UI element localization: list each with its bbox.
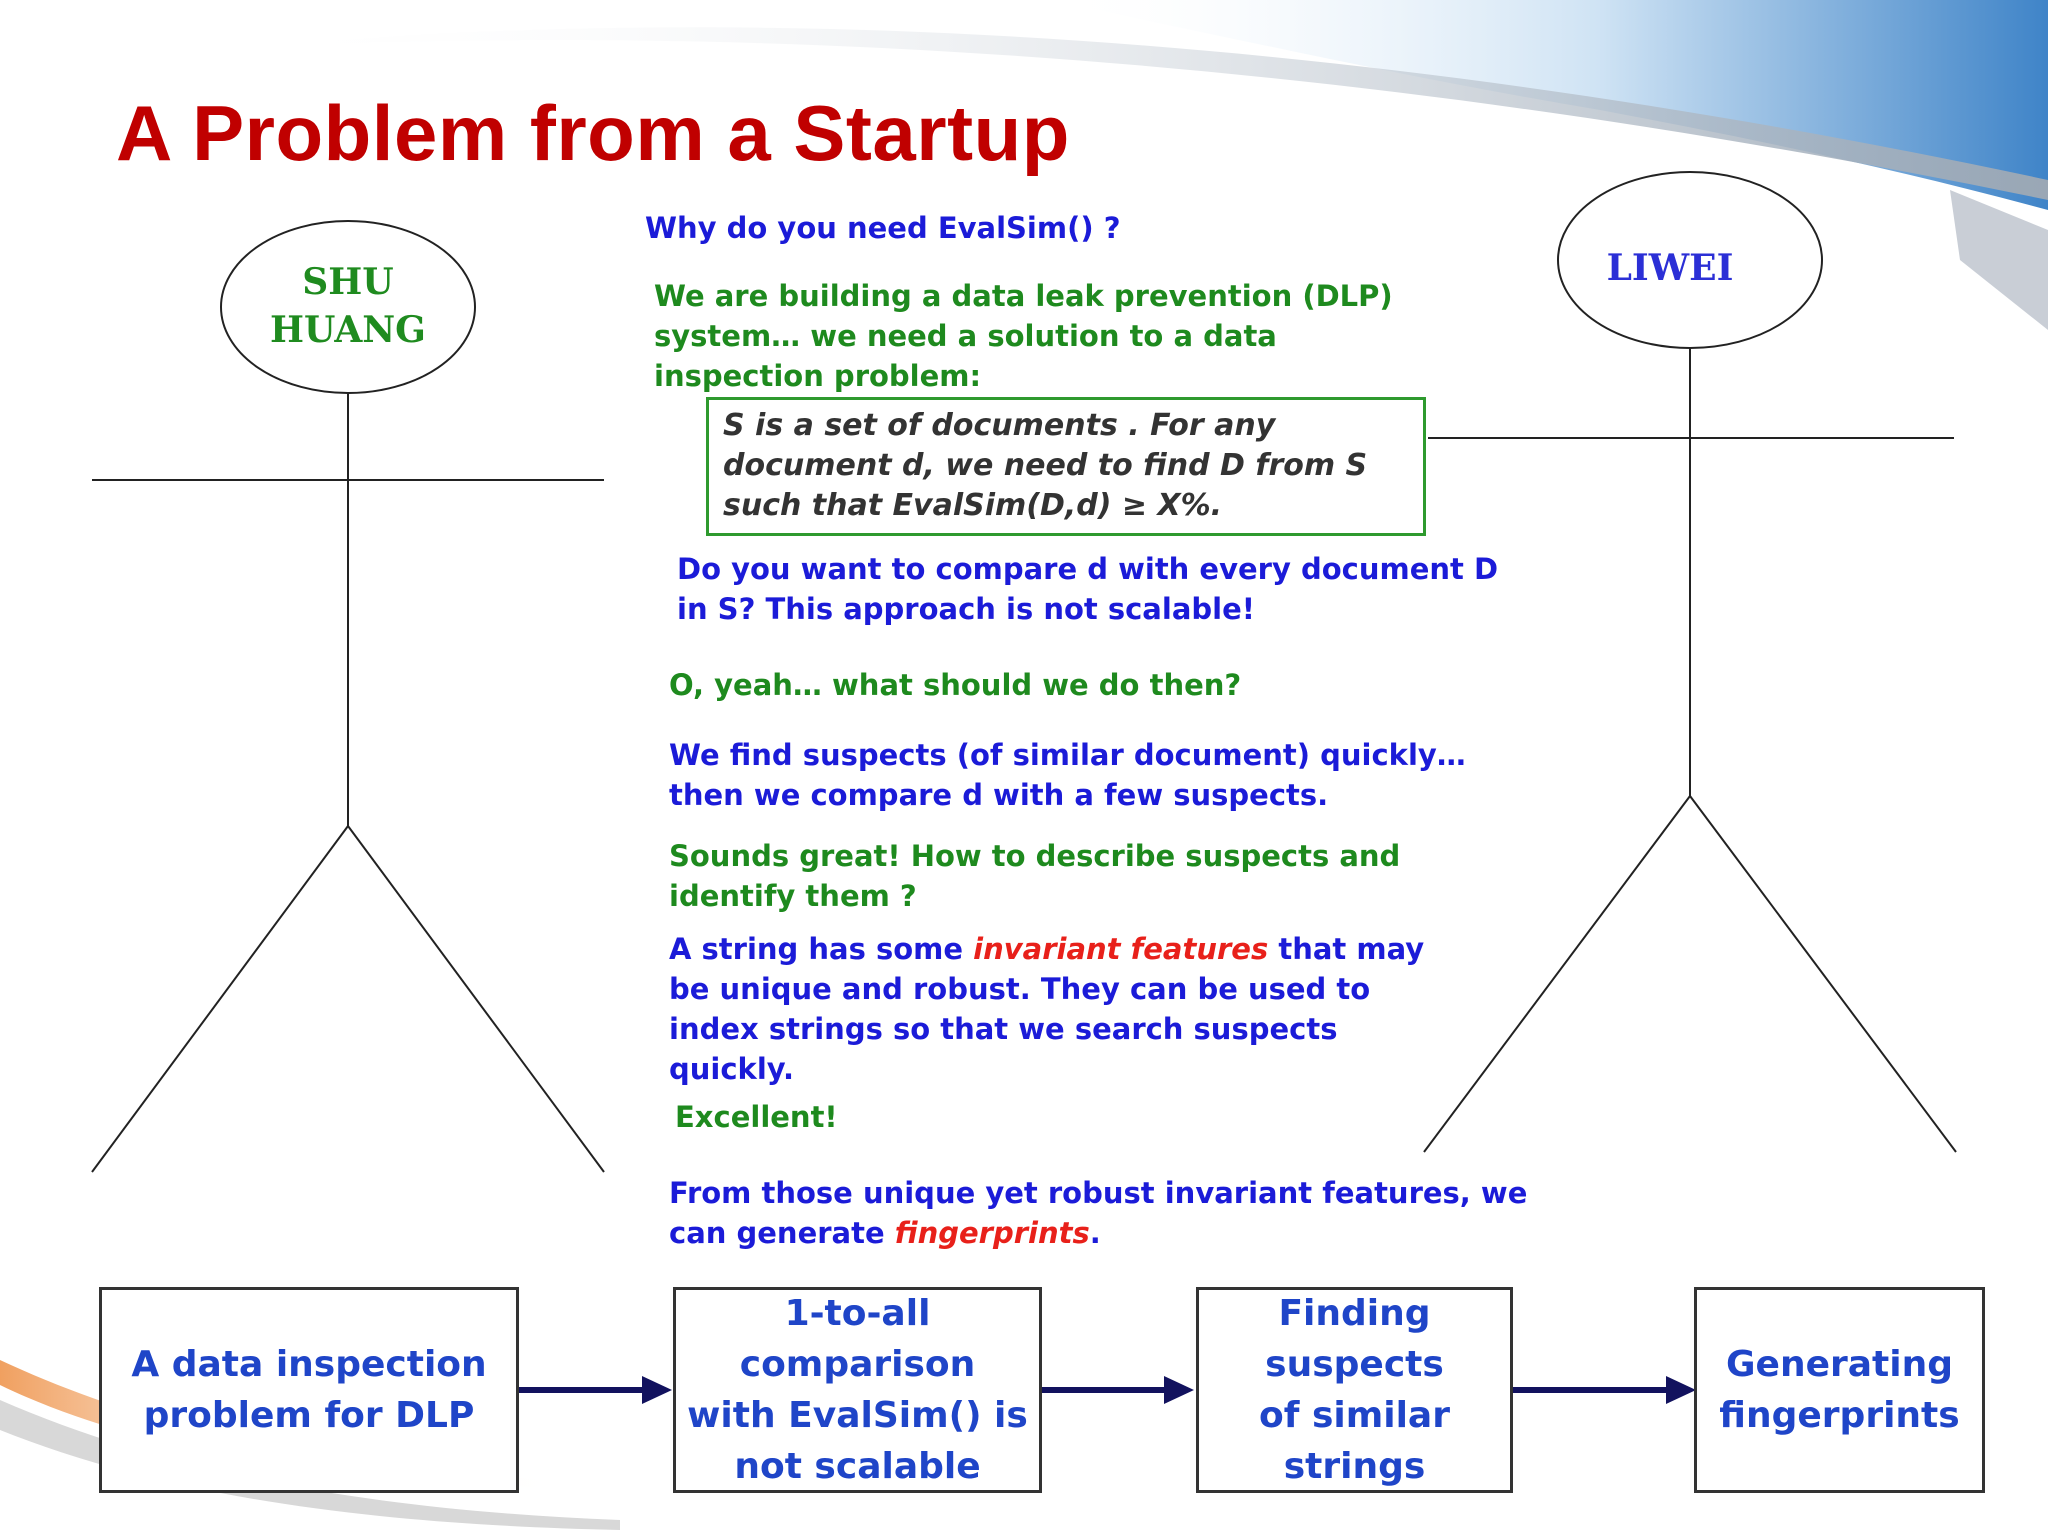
answer-describe-suspects: Sounds great! How to describe suspects a… xyxy=(669,836,1400,916)
flow-line: Generating xyxy=(1719,1339,1959,1390)
answer-what-to-do: O, yeah… what should we do then? xyxy=(669,665,1241,705)
definition-line: S is a set of documents . For any xyxy=(723,406,1409,446)
flow-box-finding-suspects: Finding suspects of similar strings xyxy=(1196,1287,1513,1493)
dialogue-line: quickly. xyxy=(669,1049,1424,1089)
emphasis-fingerprints: fingerprints xyxy=(895,1216,1090,1250)
dialogue-text: A string has some xyxy=(669,932,973,966)
shu-huang-name-line: SHU xyxy=(230,258,466,306)
shu-huang-name: SHU HUANG xyxy=(230,258,466,354)
flow-box-generating-fingerprints: Generating fingerprints xyxy=(1694,1287,1985,1493)
slide-title: A Problem from a Startup xyxy=(116,88,1070,179)
flow-line: of similar strings xyxy=(1199,1390,1510,1492)
shu-huang-name-line: HUANG xyxy=(230,306,466,354)
statement-invariant-features: A string has some invariant features tha… xyxy=(669,929,1424,1089)
flow-line: fingerprints xyxy=(1719,1390,1959,1441)
definition-line: such that EvalSim(D,d) ≥ X%. xyxy=(723,486,1409,526)
question-compare-every-document: Do you want to compare d with every docu… xyxy=(677,549,1498,629)
flow-box-text: Finding suspects of similar strings xyxy=(1199,1288,1510,1492)
dialogue-text: . xyxy=(1090,1216,1101,1250)
flow-box-text: A data inspection problem for DLP xyxy=(131,1339,486,1441)
flow-box-data-inspection: A data inspection problem for DLP xyxy=(99,1287,519,1493)
dialogue-line: A string has some invariant features tha… xyxy=(669,929,1424,969)
emphasis-invariant-features: invariant features xyxy=(973,932,1268,966)
dialogue-line: Do you want to compare d with every docu… xyxy=(677,549,1498,589)
dialogue-line: in S? This approach is not scalable! xyxy=(677,589,1498,629)
dialogue-line: system… we need a solution to a data xyxy=(654,316,1393,356)
dialogue-line: We are building a data leak prevention (… xyxy=(654,276,1393,316)
gray-swoosh-right xyxy=(1950,190,2048,330)
flow-line: not scalable xyxy=(676,1441,1039,1492)
flow-line: A data inspection xyxy=(131,1339,486,1390)
flow-box-text: 1-to-all comparison with EvalSim() is no… xyxy=(676,1288,1039,1492)
dialogue-text: that may xyxy=(1268,932,1424,966)
flow-line: problem for DLP xyxy=(131,1390,486,1441)
answer-dlp-system: We are building a data leak prevention (… xyxy=(654,276,1393,396)
flow-line: Finding suspects xyxy=(1199,1288,1510,1390)
flow-line: with EvalSim() is xyxy=(676,1390,1039,1441)
dialogue-line: From those unique yet robust invariant f… xyxy=(669,1173,1527,1213)
flow-box-text: Generating fingerprints xyxy=(1719,1339,1959,1441)
statement-generate-fingerprints: From those unique yet robust invariant f… xyxy=(669,1173,1527,1253)
definition-line: document d, we need to find D from S xyxy=(723,446,1409,486)
dialogue-line: then we compare d with a few suspects. xyxy=(669,775,1466,815)
problem-definition-box: S is a set of documents . For any docume… xyxy=(706,397,1426,536)
dialogue-line: Sounds great! How to describe suspects a… xyxy=(669,836,1400,876)
dialogue-text: can generate xyxy=(669,1216,895,1250)
dialogue-line: We find suspects (of similar document) q… xyxy=(669,735,1466,775)
answer-excellent: Excellent! xyxy=(675,1097,838,1137)
liwei-name: LIWEI xyxy=(1560,244,1780,292)
question-why-evalsim: Why do you need EvalSim() ? xyxy=(645,208,1121,248)
flow-line: 1-to-all comparison xyxy=(676,1288,1039,1390)
dialogue-line: be unique and robust. They can be used t… xyxy=(669,969,1424,1009)
dialogue-line: index strings so that we search suspects xyxy=(669,1009,1424,1049)
dialogue-line: can generate fingerprints. xyxy=(669,1213,1527,1253)
dialogue-line: inspection problem: xyxy=(654,356,1393,396)
dialogue-line: identify them ? xyxy=(669,876,1400,916)
flow-box-1-to-all-comparison: 1-to-all comparison with EvalSim() is no… xyxy=(673,1287,1042,1493)
statement-find-suspects: We find suspects (of similar document) q… xyxy=(669,735,1466,815)
